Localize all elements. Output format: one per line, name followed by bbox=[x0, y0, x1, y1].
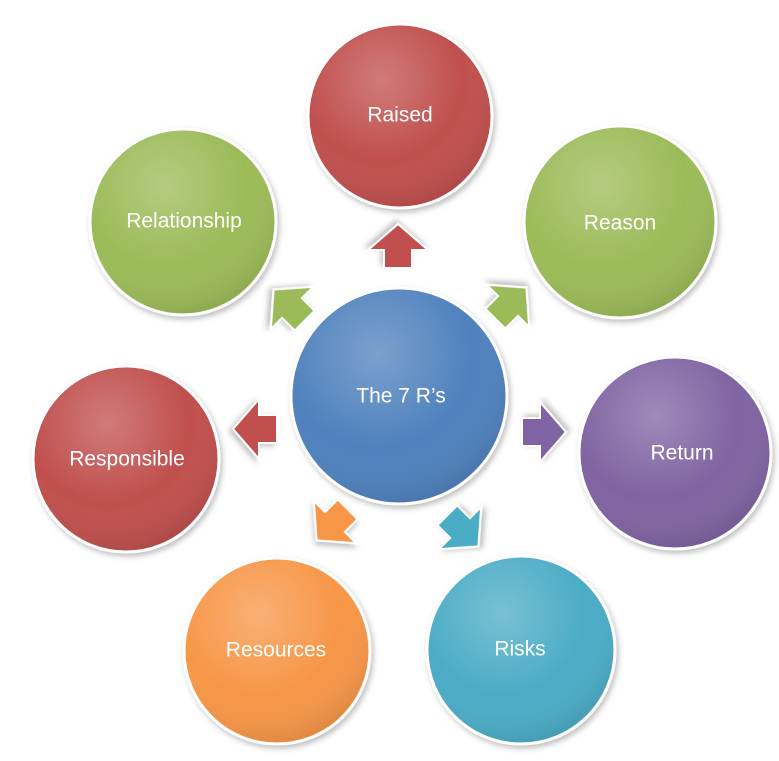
node-return: Return bbox=[577, 355, 773, 551]
arrow-to-raised bbox=[365, 222, 431, 269]
node-reason: Reason bbox=[522, 124, 718, 320]
node-responsible: Responsible bbox=[31, 364, 221, 554]
arrow-to-responsible bbox=[231, 396, 278, 462]
arrow-to-reason bbox=[483, 283, 531, 331]
node-responsible-label: Responsible bbox=[69, 448, 185, 471]
node-resources-label: Resources bbox=[226, 639, 326, 662]
arrows bbox=[231, 222, 568, 551]
arrow-to-return bbox=[521, 399, 568, 465]
node-raised: Raised bbox=[306, 22, 494, 210]
center-node-label: The 7 R’s bbox=[356, 385, 446, 408]
node-risks: Risks bbox=[425, 554, 617, 746]
arrow-to-relationship bbox=[269, 285, 317, 333]
node-risks-label: Risks bbox=[494, 638, 545, 661]
node-reason-label: Reason bbox=[584, 212, 656, 235]
arrow-to-resources bbox=[312, 497, 360, 545]
node-resources: Resources bbox=[182, 556, 372, 746]
node-raised-label: Raised bbox=[367, 104, 432, 127]
node-relationship: Relationship bbox=[88, 127, 278, 317]
node-return-label: Return bbox=[650, 442, 713, 465]
node-relationship-label: Relationship bbox=[126, 210, 242, 233]
arrow-to-risks bbox=[435, 503, 483, 551]
center-node: The 7 R’s bbox=[289, 286, 509, 506]
